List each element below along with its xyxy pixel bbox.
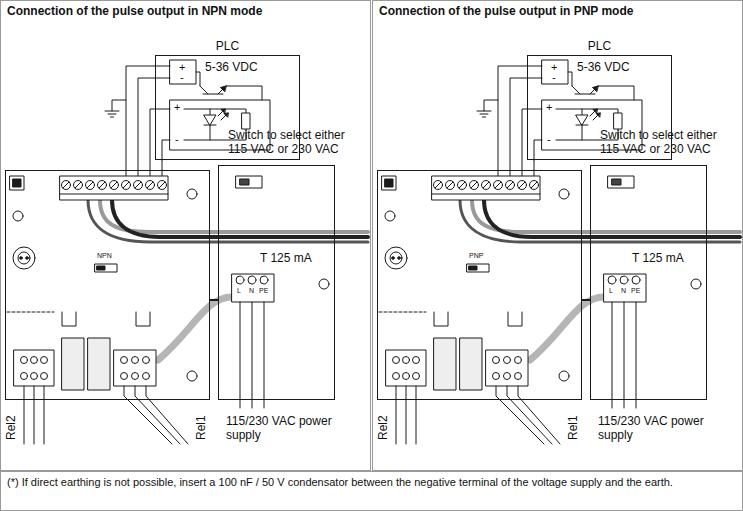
relay-label: Rel1	[194, 415, 208, 440]
fuse-rating: T 125 mA	[632, 251, 706, 265]
callout-text: 115/230 VAC power supply	[226, 414, 344, 442]
pnp-illustration	[379, 60, 740, 444]
callout-text: Switch to select either 115 VAC or 230 V…	[600, 128, 734, 156]
mode-label: NPN	[97, 252, 209, 260]
terminal-label: N	[249, 286, 254, 295]
label-anchor: 115/230 VAC power supply	[598, 414, 716, 442]
label-anchor: L	[609, 286, 613, 295]
mode-label: PNP	[469, 252, 581, 260]
plc-box: PLC5-36 VDC	[527, 55, 672, 160]
panel-heading: Connection of the pulse output in PNP mo…	[372, 0, 743, 22]
electronics-board: NPN	[5, 170, 210, 400]
terminal-label: L	[609, 286, 613, 295]
power-board: T 125 mA	[218, 165, 335, 400]
polarity-sign: -	[547, 133, 551, 146]
label-anchor: N	[249, 286, 254, 295]
relay-label: Rel1	[566, 415, 580, 440]
power-board: T 125 mA	[590, 165, 707, 400]
device-name: PLC	[156, 39, 299, 53]
supply-voltage: 5-36 VDC	[577, 60, 671, 74]
polarity-sign: +	[174, 101, 180, 114]
fuse-rating: T 125 mA	[260, 251, 334, 265]
polarity-sign: +	[546, 101, 552, 114]
mode-panel: Connection of the pulse output in NPN mo…	[0, 0, 371, 471]
relay-label: Rel2	[4, 415, 18, 440]
device-name: PLC	[528, 39, 671, 53]
terminal-label: N	[621, 286, 626, 295]
label-anchor: +	[551, 61, 557, 74]
label-anchor: -	[175, 133, 179, 146]
label-anchor: +	[546, 101, 552, 114]
polarity-sign: +	[179, 61, 185, 74]
terminal-label: L	[237, 286, 241, 295]
label-anchor: +	[174, 101, 180, 114]
label-anchor: Rel2	[376, 415, 390, 440]
polarity-sign: +	[551, 61, 557, 74]
polarity-sign: -	[175, 133, 179, 146]
label-anchor: -	[180, 71, 184, 84]
signal-wire	[534, 160, 535, 170]
label-anchor: L	[237, 286, 241, 295]
label-anchor: +	[179, 61, 185, 74]
label-anchor: Rel1	[194, 415, 208, 440]
panel-heading: Connection of the pulse output in NPN mo…	[0, 0, 371, 22]
footnote-box: (*) If direct earthing is not possible, …	[0, 471, 743, 511]
electronics-board: PNP	[377, 170, 582, 400]
label-anchor: PE	[259, 286, 268, 295]
callout-text: Switch to select either 115 VAC or 230 V…	[228, 128, 362, 156]
label-anchor: 115/230 VAC power supply	[226, 414, 344, 442]
terminal-label: PE	[631, 286, 640, 295]
label-anchor: Rel1	[566, 415, 580, 440]
plc-box: PLC5-36 VDC	[155, 55, 300, 160]
supply-voltage: 5-36 VDC	[205, 60, 299, 74]
terminal-label: PE	[259, 286, 268, 295]
footnote-text: (*) If direct earthing is not possible, …	[0, 471, 743, 493]
label-anchor: N	[621, 286, 626, 295]
label-anchor: Switch to select either 115 VAC or 230 V…	[600, 128, 734, 156]
npn-illustration	[7, 60, 368, 444]
polarity-sign: -	[552, 71, 556, 84]
signal-wire	[162, 160, 163, 170]
label-anchor: -	[547, 133, 551, 146]
polarity-sign: -	[180, 71, 184, 84]
label-anchor: -	[552, 71, 556, 84]
label-anchor: Switch to select either 115 VAC or 230 V…	[228, 128, 362, 156]
mode-panel: Connection of the pulse output in PNP mo…	[372, 0, 743, 471]
cable	[210, 299, 218, 301]
relay-label: Rel2	[376, 415, 390, 440]
cable	[582, 299, 590, 301]
callout-text: 115/230 VAC power supply	[598, 414, 716, 442]
label-anchor: PE	[631, 286, 640, 295]
label-anchor: Rel2	[4, 415, 18, 440]
